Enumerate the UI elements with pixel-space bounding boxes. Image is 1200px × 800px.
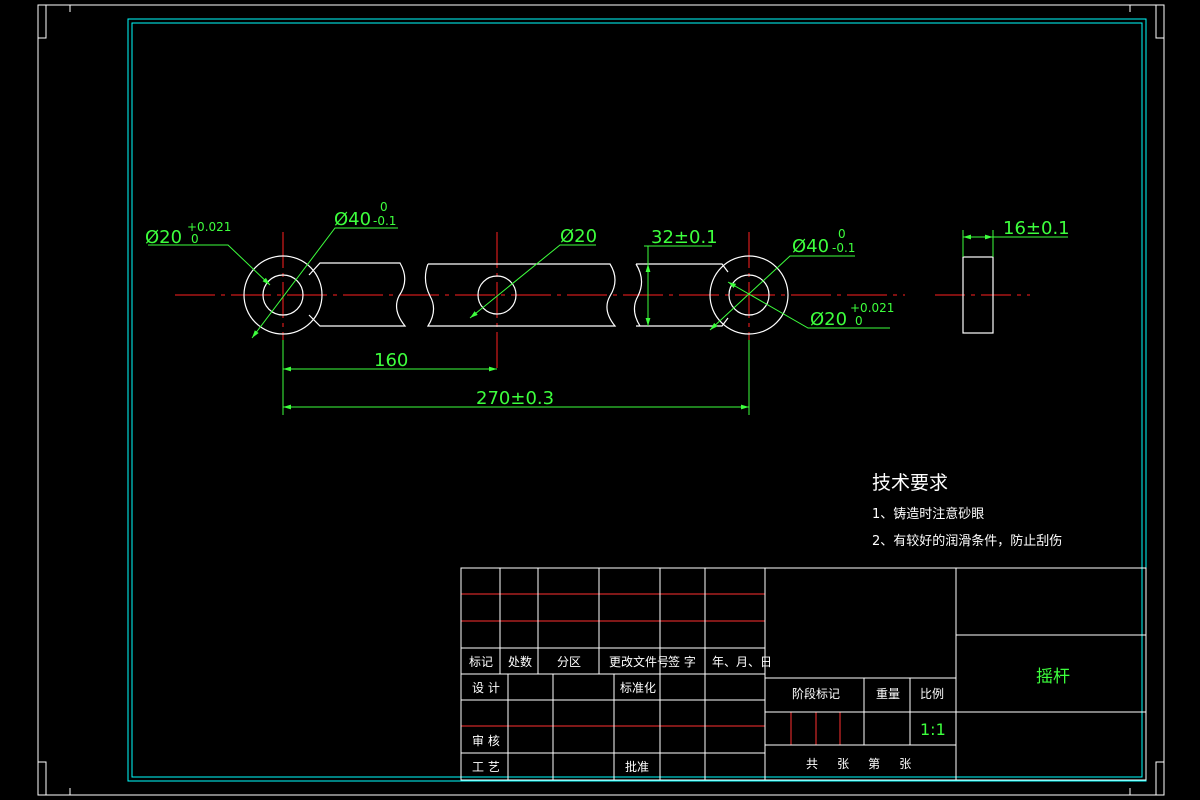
dim-hole-left-tol-upper: +0.021 <box>187 220 231 234</box>
dim-boss-right-tol-upper: 0 <box>838 227 846 241</box>
dim-hole-left-tol-lower: 0 <box>191 232 199 246</box>
dimension-lines <box>148 227 1068 415</box>
tb-header-4: 签 字 <box>668 654 696 669</box>
tb-process: 工 艺 <box>472 760 500 774</box>
dim-hole-right: Ø20 <box>810 309 847 330</box>
tb-approve: 批准 <box>625 759 649 774</box>
dim-hole-middle: Ø20 <box>560 226 597 247</box>
dim-span-long: 270±0.3 <box>476 388 554 409</box>
dim-hole-left: Ø20 <box>145 227 182 248</box>
dim-boss-right-tol-lower: -0.1 <box>832 241 855 255</box>
tb-standardize: 标准化 <box>620 681 656 695</box>
title-block-texts: 标记 处数 分区 更改文件号 签 字 年、月、日 设 计 标准化 审 核 工 艺… <box>469 654 1070 774</box>
tb-scale-value: 1:1 <box>920 720 946 739</box>
tb-header-5: 年、月、日 <box>712 655 772 669</box>
part-outline <box>243 255 994 335</box>
technical-notes: 技术要求 1、铸造时注意砂眼 2、有较好的润滑条件，防止刮伤 <box>872 472 1062 549</box>
title-block <box>460 567 1147 781</box>
notes-title: 技术要求 <box>872 472 948 494</box>
center-lines <box>175 232 1030 380</box>
dim-hole-right-tol-upper: +0.021 <box>850 301 894 315</box>
sheet-frame <box>37 4 1165 796</box>
inner-frame <box>127 18 1147 782</box>
dim-boss-right: Ø40 <box>792 236 829 257</box>
tb-header-2: 分区 <box>557 655 581 669</box>
tb-header-0: 标记 <box>469 655 493 669</box>
dim-span-short: 160 <box>374 350 408 371</box>
notes-item-2: 2、有较好的润滑条件，防止刮伤 <box>872 533 1062 549</box>
tb-review: 审 核 <box>472 733 500 748</box>
dimension-texts: Ø20 +0.021 0 Ø40 0 -0.1 Ø20 32±0.1 Ø40 0… <box>145 200 1070 409</box>
notes-item-1: 1、铸造时注意砂眼 <box>872 506 984 522</box>
dim-boss-left-tol-lower: -0.1 <box>373 214 396 228</box>
tb-sheets: 共 张 第 张 <box>806 757 911 771</box>
tb-part-name: 摇杆 <box>1036 667 1070 687</box>
tb-design: 设 计 <box>472 681 500 695</box>
tb-stage-mark: 阶段标记 <box>792 686 840 701</box>
dim-thickness: 16±0.1 <box>1003 218 1070 239</box>
dim-hole-right-tol-lower: 0 <box>855 314 863 328</box>
tb-weight: 重量 <box>876 687 900 701</box>
tb-header-1: 处数 <box>508 654 532 669</box>
dim-boss-left: Ø40 <box>334 209 371 230</box>
dim-width: 32±0.1 <box>651 227 718 248</box>
tb-scale-label: 比例 <box>920 687 944 701</box>
dim-boss-left-tol-upper: 0 <box>380 200 388 214</box>
tb-header-3: 更改文件号 <box>609 654 669 669</box>
